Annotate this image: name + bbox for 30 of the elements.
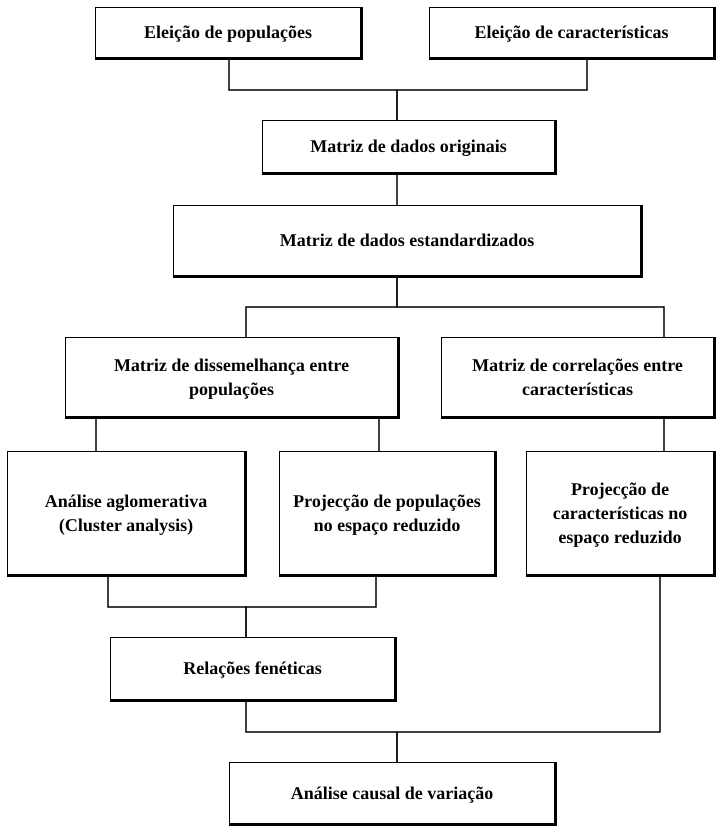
box-label: Eleição de populações <box>144 21 312 44</box>
box-label: Projecção de populações no espaço reduzido <box>292 490 482 537</box>
process-box <box>279 451 497 577</box>
box-label: Eleição de características <box>474 21 668 44</box>
connector-line <box>378 419 380 451</box>
process-box <box>173 205 643 278</box>
connector-line <box>663 419 665 451</box>
process-box <box>65 337 400 419</box>
box-label: Matriz de dissemelhança entre populações <box>112 354 350 401</box>
connector-line <box>396 577 661 762</box>
connector-line <box>396 175 398 205</box>
process-box <box>7 451 247 577</box>
process-box <box>441 337 716 419</box>
process-box <box>429 7 716 60</box>
connector-line <box>396 60 588 120</box>
box-label: Matriz de correlações entre características <box>471 354 684 401</box>
box-label: Análise aglomerativa (Cluster analysis) <box>44 490 208 537</box>
process-box <box>262 120 557 175</box>
box-label: Relações fenéticas <box>183 657 322 680</box>
process-box <box>229 762 557 826</box>
connector-line <box>245 577 377 637</box>
box-label: Projecção de características no espaço reduzido <box>552 478 688 550</box>
box-label: Análise causal de variação <box>290 782 494 805</box>
box-label: Matriz de dados originais <box>310 135 507 158</box>
process-box <box>95 7 363 60</box>
box-label: Matriz de dados estandardizados <box>280 229 534 252</box>
process-box <box>526 451 716 577</box>
connector-line <box>95 419 97 451</box>
process-box <box>110 637 397 702</box>
connector-line <box>396 278 665 337</box>
